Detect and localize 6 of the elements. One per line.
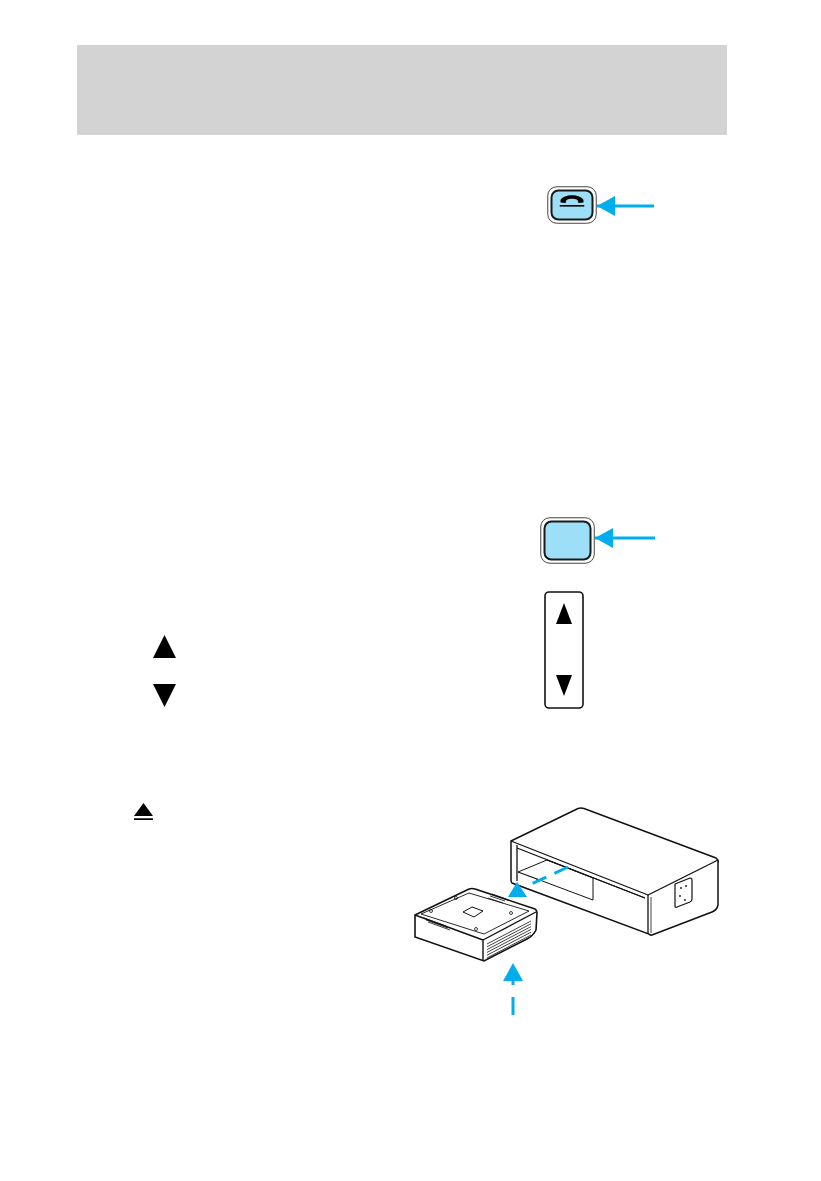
cd-magazine-drawing bbox=[413, 886, 539, 963]
push-button bbox=[540, 517, 595, 564]
dashed-arrow bbox=[503, 963, 523, 1015]
arrow bbox=[597, 196, 654, 216]
arrow bbox=[595, 528, 655, 548]
phone-button bbox=[547, 186, 597, 224]
